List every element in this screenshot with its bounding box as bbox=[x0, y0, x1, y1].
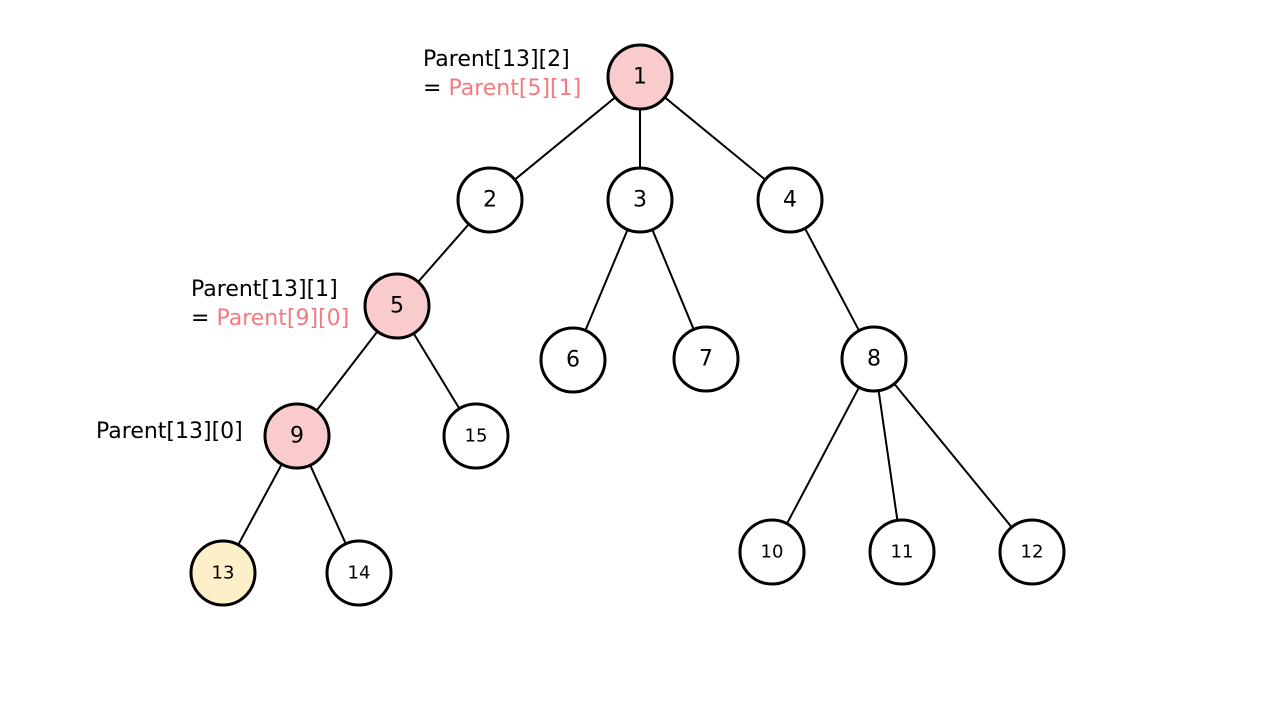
edge-4-8 bbox=[804, 227, 860, 332]
tree-node-7: 7 bbox=[672, 325, 740, 393]
node-label-10: 10 bbox=[761, 542, 784, 563]
node-label-2: 2 bbox=[483, 188, 497, 213]
edge-9-14 bbox=[309, 464, 347, 545]
annotation-parent-13-1-line1: Parent[13][1] bbox=[191, 277, 338, 302]
annotation-parent-13-2-line2: = Parent[5][1] bbox=[423, 76, 581, 101]
node-circle-13 bbox=[189, 539, 257, 607]
node-label-6: 6 bbox=[566, 348, 580, 373]
tree-node-13: 13 bbox=[189, 539, 257, 607]
node-circle-8 bbox=[840, 325, 908, 393]
node-circle-7 bbox=[672, 325, 740, 393]
tree-node-1: 1 bbox=[606, 43, 674, 111]
edge-8-10 bbox=[786, 386, 860, 525]
node-label-9: 9 bbox=[290, 424, 304, 449]
node-circle-3 bbox=[606, 166, 674, 234]
edge-3-7 bbox=[651, 229, 695, 330]
tree-node-2: 2 bbox=[456, 166, 524, 234]
tree-node-11: 11 bbox=[868, 518, 936, 586]
tree-node-8: 8 bbox=[840, 325, 908, 393]
node-circle-11 bbox=[868, 518, 936, 586]
node-circle-5 bbox=[363, 272, 431, 340]
node-label-4: 4 bbox=[783, 188, 797, 213]
tree-node-15: 15 bbox=[442, 402, 510, 470]
tree-node-9: 9 bbox=[263, 402, 331, 470]
node-circle-15 bbox=[442, 402, 510, 470]
edge-9-13 bbox=[237, 463, 283, 546]
annotation-equals-sign: = bbox=[423, 76, 448, 101]
annotation-parent-13-1-line2: = Parent[9][0] bbox=[191, 306, 349, 331]
edge-5-9 bbox=[315, 330, 379, 412]
node-label-7: 7 bbox=[699, 347, 713, 372]
tree-edges bbox=[237, 96, 1013, 546]
edge-3-6 bbox=[584, 229, 629, 331]
node-label-15: 15 bbox=[465, 426, 488, 447]
node-circle-14 bbox=[325, 539, 393, 607]
edge-8-11 bbox=[877, 390, 899, 521]
edge-1-2 bbox=[514, 96, 616, 181]
node-label-14: 14 bbox=[348, 563, 371, 584]
node-label-1: 1 bbox=[633, 65, 647, 90]
tree-node-3: 3 bbox=[606, 166, 674, 234]
node-circle-6 bbox=[539, 326, 607, 394]
annotation-equals-sign: = bbox=[191, 306, 216, 331]
annotation-parent-13-0: Parent[13][0] bbox=[96, 419, 243, 444]
node-circle-10 bbox=[738, 518, 806, 586]
node-label-12: 12 bbox=[1021, 542, 1044, 563]
node-label-11: 11 bbox=[891, 542, 914, 563]
node-circle-9 bbox=[263, 402, 331, 470]
node-label-13: 13 bbox=[212, 563, 235, 584]
tree-node-10: 10 bbox=[738, 518, 806, 586]
annotation-parent-9-0: Parent[9][0] bbox=[216, 306, 349, 331]
tree-node-4: 4 bbox=[756, 166, 824, 234]
node-circle-2 bbox=[456, 166, 524, 234]
node-label-5: 5 bbox=[390, 294, 404, 319]
node-label-8: 8 bbox=[867, 347, 881, 372]
annotation-parent-5-1: Parent[5][1] bbox=[448, 76, 581, 101]
node-circle-1 bbox=[606, 43, 674, 111]
edge-1-4 bbox=[664, 96, 766, 181]
tree-node-6: 6 bbox=[539, 326, 607, 394]
node-circle-4 bbox=[756, 166, 824, 234]
tree-node-14: 14 bbox=[325, 539, 393, 607]
node-label-3: 3 bbox=[633, 188, 647, 213]
edge-5-15 bbox=[412, 332, 461, 410]
edge-2-5 bbox=[417, 223, 470, 283]
edge-8-12 bbox=[893, 383, 1013, 528]
tree-node-5: 5 bbox=[363, 272, 431, 340]
node-circle-12 bbox=[998, 518, 1066, 586]
annotation-parent-13-2-line1: Parent[13][2] bbox=[423, 47, 570, 72]
tree-node-12: 12 bbox=[998, 518, 1066, 586]
